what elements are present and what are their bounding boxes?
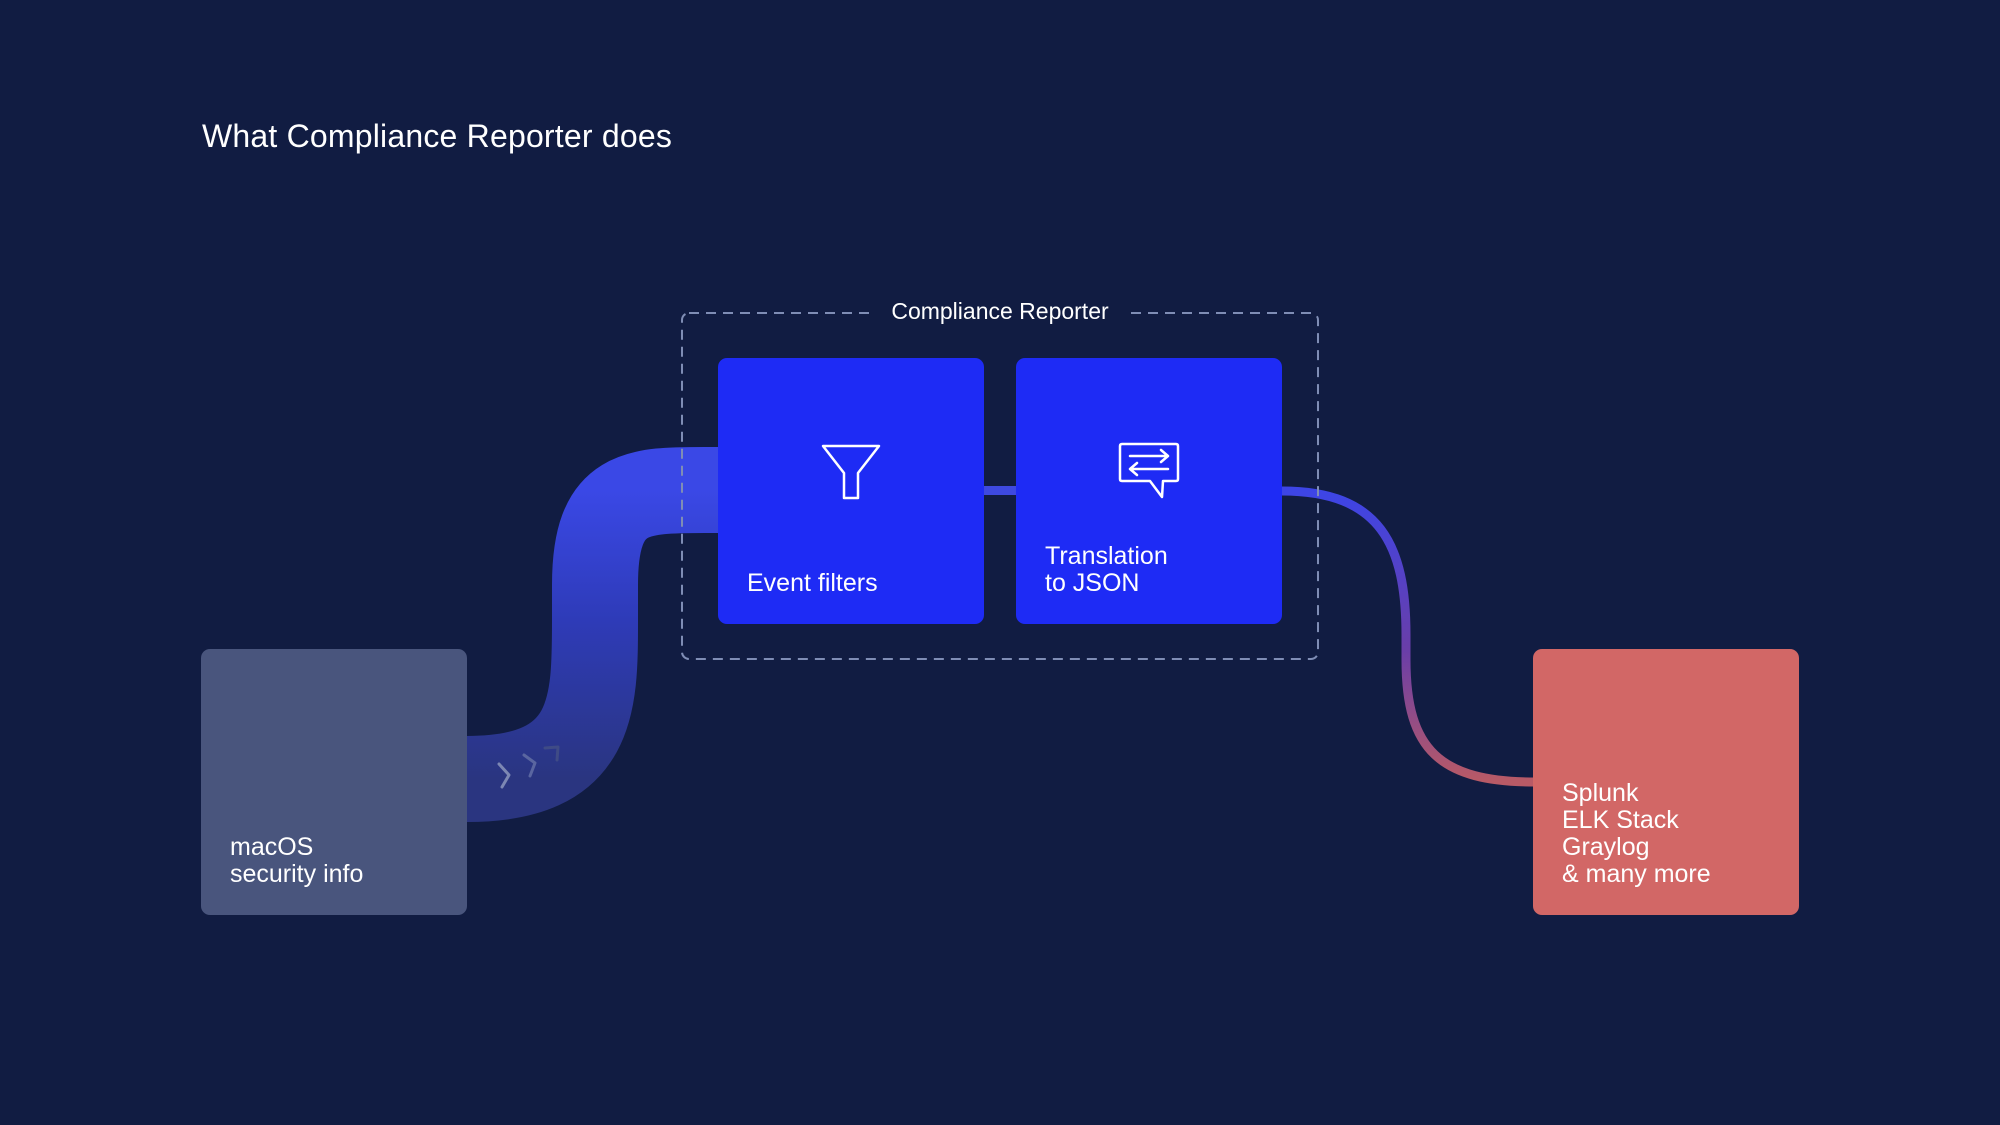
- source-label: macOS security info: [230, 834, 363, 888]
- compliance-reporter-label: Compliance Reporter: [872, 296, 1128, 326]
- source-line: macOS: [230, 833, 314, 861]
- source-to-filters-flow: [465, 446, 721, 822]
- source-line: security info: [230, 860, 364, 888]
- translation-line: Translation: [1045, 542, 1168, 570]
- page-title: What Compliance Reporter does: [202, 118, 673, 154]
- destination-line: ELK Stack: [1562, 806, 1679, 834]
- filter-icon: [820, 443, 882, 507]
- event-filters-node: Event filters: [718, 358, 984, 624]
- translate-icon: [1118, 441, 1180, 507]
- destination-line: Splunk: [1562, 779, 1639, 807]
- event-filters-text: Event filters: [747, 569, 878, 597]
- destination-line: & many more: [1562, 860, 1711, 888]
- destination-node: Splunk ELK Stack Graylog & many more: [1533, 649, 1799, 915]
- event-filters-label: Event filters: [747, 570, 878, 597]
- translation-to-destination-flow: [1281, 486, 1536, 787]
- flow-chevrons: [497, 745, 560, 789]
- source-node: macOS security info: [201, 649, 467, 915]
- filters-to-translation-link: [984, 486, 1016, 495]
- translation-label: Translation to JSON: [1045, 543, 1168, 597]
- destination-label: Splunk ELK Stack Graylog & many more: [1562, 780, 1711, 888]
- translation-line: to JSON: [1045, 569, 1140, 597]
- destination-line: Graylog: [1562, 833, 1650, 861]
- translation-node: Translation to JSON: [1016, 358, 1282, 624]
